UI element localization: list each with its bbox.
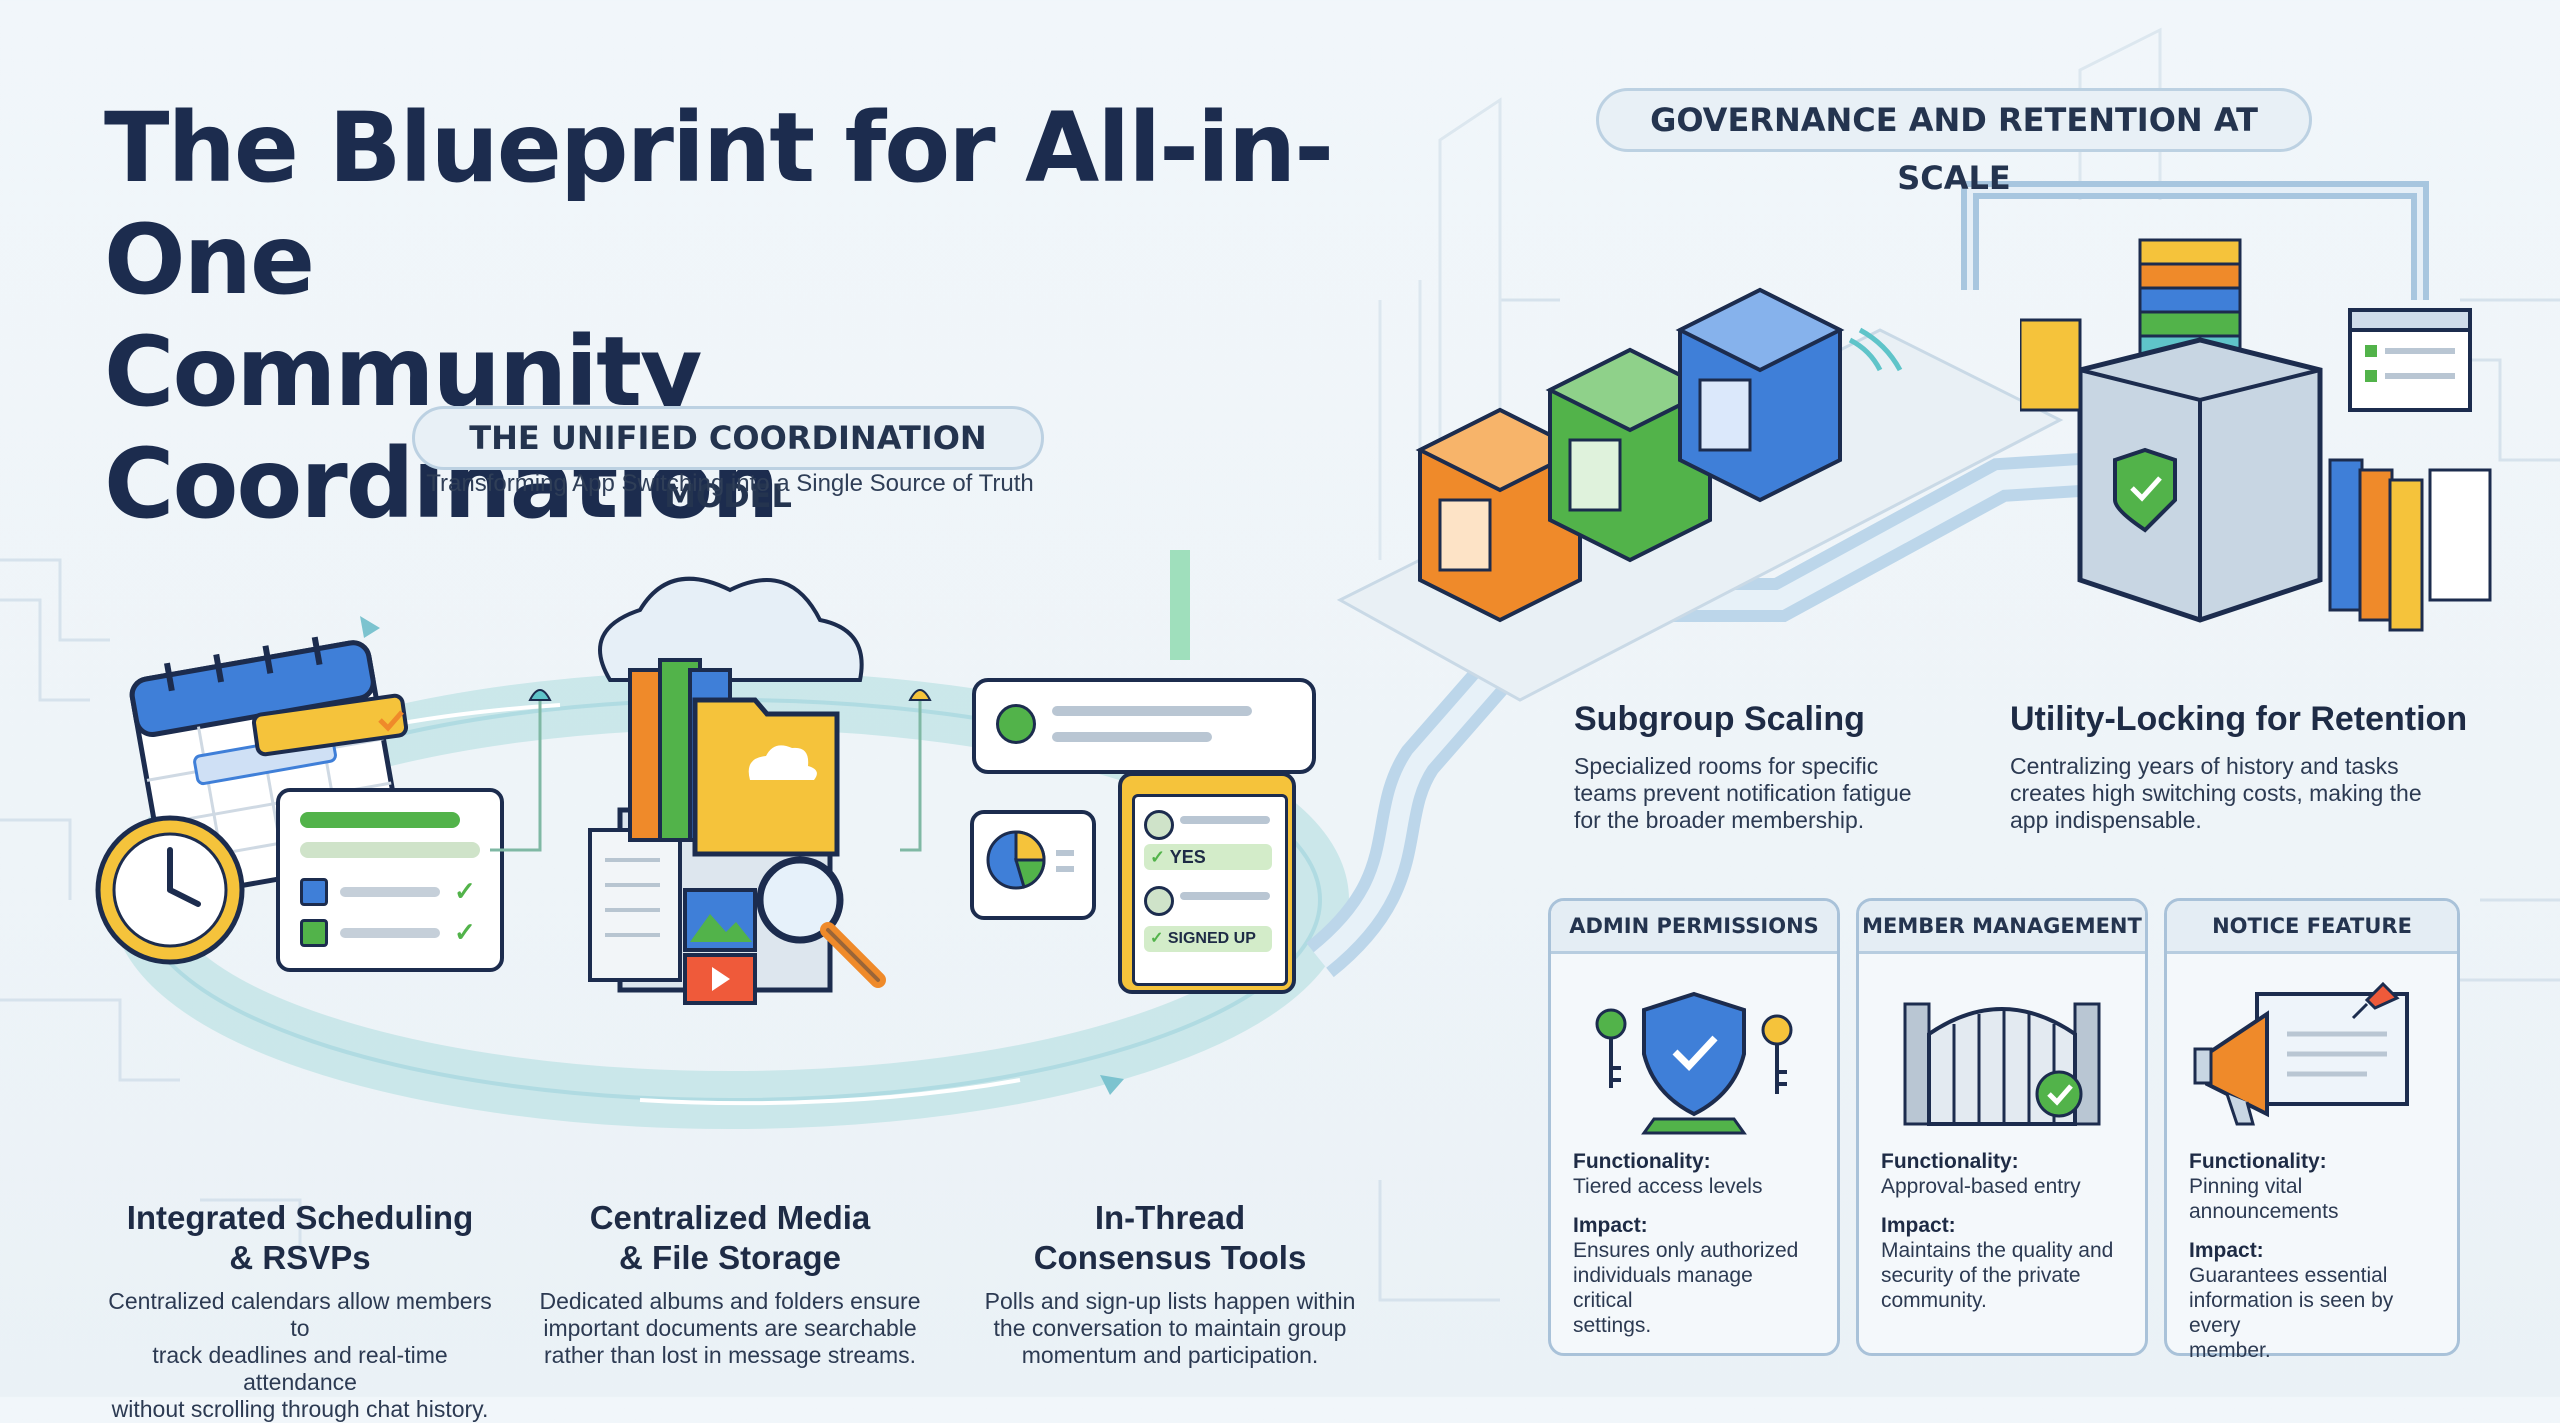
poll-signed-up-option: ✓ SIGNED UP: [1144, 926, 1272, 952]
file-storage-icon: [588, 576, 886, 1005]
notice-feature-card: NOTICE FEATURE Functionality: Pinning vi…: [2164, 898, 2460, 1362]
utility-locking: Utility-Locking for Retention Centralizi…: [2010, 700, 2468, 833]
shield-keys-icon: [1595, 991, 1793, 1135]
connector-lines: [490, 689, 932, 852]
megaphone-icon: [2193, 981, 2409, 1126]
admin-permissions-card: ADMIN PERMISSIONS Functionality: Tiered …: [1548, 898, 1840, 1356]
governance-heading: GOVERNANCE AND RETENTION AT SCALE: [1596, 88, 2312, 197]
subgroup-scaling: Subgroup Scaling Specialized rooms for s…: [1574, 700, 1912, 833]
poll-yes-option: ✓ YES: [1144, 844, 1272, 870]
pie-chart-bubble: [970, 810, 1096, 920]
feature-media-storage: Centralized Media& File Storage Dedicate…: [539, 1199, 921, 1368]
subgroup-rooms-icon: [1415, 287, 1903, 623]
page-title: The Blueprint for All-in-One Community C…: [104, 92, 1334, 540]
unified-model-heading: THE UNIFIED COORDINATION MODEL: [412, 406, 1044, 515]
poll-clipboard: ✓ YES ✓ SIGNED UP: [1118, 772, 1296, 994]
chat-bubble: [972, 678, 1316, 774]
feature-scheduling: Integrated Scheduling& RSVPs Centralized…: [108, 1199, 492, 1422]
unified-model-subtitle: Transforming App Switching into a Single…: [426, 470, 1034, 497]
rsvp-list-card: ✓ ✓: [276, 788, 504, 972]
member-management-card: MEMBER MANAGEMENT Functionality: Approva…: [1856, 898, 2148, 1356]
vault-server-icon: [2020, 238, 2492, 632]
gate-icon: [1903, 1002, 2101, 1126]
